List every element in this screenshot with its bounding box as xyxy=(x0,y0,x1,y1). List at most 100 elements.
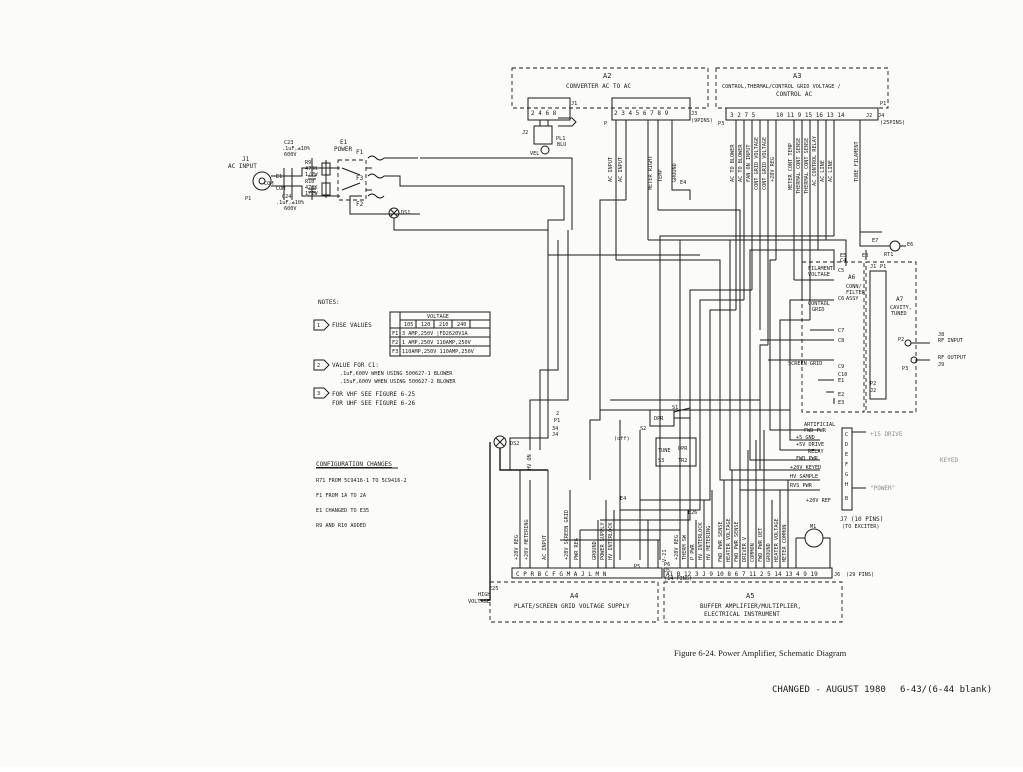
a3-title2: CONTROL AC xyxy=(776,91,813,98)
a6-title1: CONN/ xyxy=(846,284,862,290)
a6-title2: FILTER xyxy=(846,290,866,296)
e8-ref: E8 xyxy=(862,253,868,259)
a3-pin-label: AC LINE xyxy=(828,160,834,182)
a5-wire-label: COMMON xyxy=(750,543,756,562)
a5-wire-label: FWD PWR DET xyxy=(758,528,764,562)
a3-pin-label: FAN ON INPUT xyxy=(746,145,752,182)
r9-ref: R9 xyxy=(305,160,311,166)
config-line1: R71 FROM 5C9416-1 TO 5C9416-2 xyxy=(316,478,407,484)
a3-pin-label: THERMAL CONT SENSE xyxy=(804,138,810,194)
a5-wire-label: HV INTERLOCK xyxy=(698,522,704,560)
a7-j1: J1 xyxy=(870,264,876,270)
fuse-table: VOLTAGE 105 120 210 240 F1 3 AMP,250V |F… xyxy=(389,311,491,357)
a4-plate-screen-supply: +28V REG +20V METERING AC INPUT +28V SCR… xyxy=(468,470,692,623)
a3-pin-label: +28V REG xyxy=(770,157,776,182)
a5-wire-label: DRIVER V xyxy=(742,537,748,562)
a4-wire-label: +28V SCREEN GRID xyxy=(564,510,570,560)
c24-spec2: 600V xyxy=(284,206,297,212)
j7-label: +20V REF xyxy=(806,498,831,504)
value-for-c1: VALUE FOR C1: xyxy=(332,362,379,369)
vhf-note-number: 3 xyxy=(317,391,320,397)
j7-pin: B xyxy=(845,496,848,502)
a7-j9: J9 xyxy=(938,362,944,368)
c23-spec1: .1uF,±10% xyxy=(282,146,311,152)
handwritten-drive: +15 DRIVE xyxy=(870,431,903,438)
a6-grid: GRID xyxy=(812,307,825,313)
notes-section: NOTES: 1 FUSE VALUES VOLTAGE 105 120 210… xyxy=(313,299,491,407)
changed-date: CHANGED - AUGUST 1980 xyxy=(772,685,886,695)
a4-wire-label: +20V METERING xyxy=(524,519,530,560)
a3-ref: A3 xyxy=(793,72,801,80)
a4-wire-label: GROUND xyxy=(592,541,598,560)
fuse-table-header: VOLTAGE xyxy=(427,314,449,320)
a4-e25: E25 xyxy=(489,586,498,592)
a2-p: P xyxy=(604,121,607,127)
r10-ref: R10 xyxy=(305,179,314,185)
opr-label: OPR xyxy=(678,446,688,452)
a5-wire-label: FWD PWR SENSE xyxy=(718,521,724,562)
a7-p2-pin: P2 xyxy=(870,381,876,387)
a2-pin-label: AC INPUT xyxy=(608,157,614,182)
j7-label: +20V KEYED xyxy=(790,465,821,471)
a3-pin-label: AC TO BLOWER xyxy=(738,144,744,182)
a6-e2: E2 xyxy=(838,392,844,398)
a2-e4: E4 xyxy=(680,180,686,186)
c23-spec2: 600V xyxy=(284,152,297,158)
a2-j3-pins: (9PINS) xyxy=(691,118,713,124)
com-label: COM xyxy=(264,181,273,187)
a3-pin-label: THERMAL CONT SENSE xyxy=(796,138,802,194)
a7-title1: CAVITY, xyxy=(890,305,912,311)
a4-p5: P5 xyxy=(634,564,640,570)
j1-ref: J1 xyxy=(242,156,250,163)
m1-meter xyxy=(804,528,824,548)
j7-label: HV SAMPLE xyxy=(790,474,818,480)
j7-pin: C xyxy=(845,432,848,438)
r10-spec2: 1/2W xyxy=(305,191,318,197)
a3-j2: J2 xyxy=(866,113,872,119)
a3-pins-left: 3 2 7 5 xyxy=(730,112,756,119)
a6-c7: C7 xyxy=(838,328,844,334)
a6-screen-grid: SCREEN GRID xyxy=(788,361,822,367)
a7-j8: J8 xyxy=(938,332,944,338)
fuse-values-label: FUSE VALUES xyxy=(332,322,372,329)
a3-control-block: A3 CONTROL,THERMAL/CONTROL GRID VOLTAGE … xyxy=(715,67,905,345)
a5-p6: P6 xyxy=(664,562,670,568)
a6-ref: A6 xyxy=(848,274,856,281)
a6-c8: C8 xyxy=(838,338,844,344)
a4-hv1: HIGH xyxy=(478,592,491,598)
e6-ref: E6 xyxy=(907,242,913,248)
a7-p1: P1 xyxy=(880,264,886,270)
a3-j4: J4 xyxy=(878,113,884,119)
e7-ref: E7 xyxy=(872,238,878,244)
a6-c4: C4 xyxy=(840,258,846,264)
j7-label: ARTIFICIAL xyxy=(804,422,835,428)
a3-p3: P3 xyxy=(718,121,724,127)
ds1-ref: DS1 xyxy=(401,210,410,216)
fuse-note-number: 1 xyxy=(317,323,320,329)
a5-title1: BUFFER AMPLIFIER/MULTIPLIER, xyxy=(700,603,801,610)
a3-j4-pins: (25PINS) xyxy=(880,120,905,126)
a7-p2: P2 xyxy=(898,337,904,343)
j7-sub: (TO EXCITER) xyxy=(842,524,879,530)
fuse-table-row-value: 110AMP,250V 110AMP,250V xyxy=(402,349,474,355)
a6-control: CONTROL xyxy=(808,301,830,307)
a6-e1: E1 xyxy=(838,378,844,384)
j7-label: +5V DRIVE xyxy=(796,442,824,448)
page-number: 6-43/(6-44 blank) xyxy=(900,685,992,695)
a4-title: PLATE/SCREEN GRID VOLTAGE SUPPLY xyxy=(514,603,630,610)
fuse-table-col: 210 xyxy=(439,322,448,328)
config-line2: F1 FROM 1A TO 2A xyxy=(316,493,367,499)
r9-spec1: 470K xyxy=(305,166,318,172)
a5-wire-labels: +28V REG THERM SW P PWR HV INTERLOCK HV … xyxy=(674,518,788,562)
a5-e26: E26 xyxy=(688,510,697,516)
a6-filament: FILAMENT xyxy=(808,266,833,272)
a2-j1-ref: J1 xyxy=(571,101,577,107)
j7-label: +5 GND xyxy=(796,435,815,441)
a3-pin-label: AC TO BLOWER xyxy=(730,144,736,182)
fuse-table-row-ref: F1 xyxy=(392,331,398,337)
a7-ref: A7 xyxy=(896,296,904,303)
dpr-label: DPR xyxy=(654,416,664,422)
hv-on-label: HV ON xyxy=(527,454,533,470)
a4-wire-label: PWR REG xyxy=(574,538,580,560)
